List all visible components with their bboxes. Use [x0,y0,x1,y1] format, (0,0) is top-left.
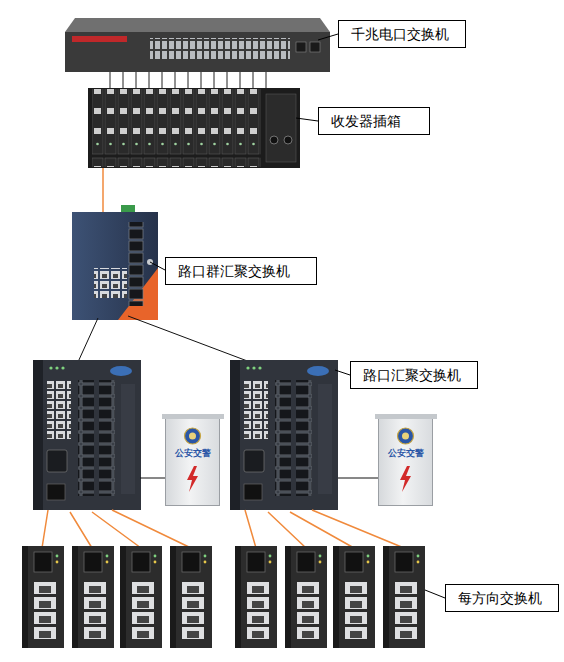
cabinet-label: 公安交警 [166,449,219,459]
cabinet-line [338,478,379,479]
cabinet-line [140,478,166,479]
direction-switch [22,546,64,648]
power-socket [270,136,278,144]
callout-box: 收发器插箱 [318,107,430,135]
direction-switch [235,546,277,648]
police-cabinet: 公安交警 [165,418,220,506]
power-socket [284,136,292,144]
police-emblem [185,428,201,444]
switch-top [65,18,330,32]
callout-box: 路口群汇聚交换机 [165,257,317,285]
power-module [266,94,296,162]
direction-switch [333,546,375,648]
callout-text: 路口群汇聚交换机 [178,263,290,280]
transceiver-chassis [88,88,300,168]
switch-body [72,212,158,320]
sfp-ports [128,222,144,306]
chassis-body [88,88,300,168]
sfp-port [296,42,306,52]
switch-ports [150,38,290,60]
callout-text: 每方向交换机 [458,590,542,607]
fiber-line [102,168,104,212]
direction-switch [383,546,425,648]
aggregation-switch [230,360,338,510]
callout-text: 路口汇聚交换机 [363,367,461,384]
callout-box: 千兆电口交换机 [338,20,466,48]
callout-box: 每方向交换机 [445,584,559,612]
cabinet-label: 公安交警 [379,449,432,459]
cabinet-roof [162,414,224,419]
direction-switch [170,546,212,648]
rj45-ports [94,268,127,298]
switch-strip [72,36,127,42]
group-aggregation-switch [72,205,158,320]
direction-switch [120,546,162,648]
uplink-line [78,318,98,362]
fiber-lines [42,510,404,548]
callout-text: 收发器插箱 [331,113,401,130]
callout-text: 千兆电口交换机 [351,26,449,43]
direction-switch [72,546,114,648]
switch-front [65,32,330,72]
cabinet-roof [375,414,437,419]
uplink-line [128,316,250,362]
terminal-block [121,205,135,213]
emblem-center [402,433,409,440]
emblem-center [189,433,196,440]
aggregation-switch [33,360,141,510]
sfp-port [310,42,320,52]
chassis-cards [92,89,261,167]
direction-switch [285,546,327,648]
leader-lines [150,34,445,598]
lightning-symbol [400,466,411,492]
lightning-symbol [187,466,198,492]
police-emblem [398,428,414,444]
police-cabinet: 公安交警 [378,418,433,506]
gigabit-switch [65,18,330,72]
callout-box: 路口汇聚交换机 [350,361,478,389]
